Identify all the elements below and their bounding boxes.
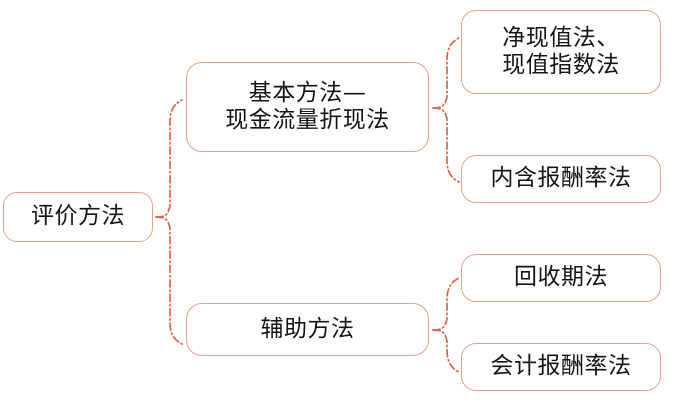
node-irr-method[interactable]: 内含报酬率法 <box>461 155 661 203</box>
node-arr-label-line1: 会计报酬率法 <box>490 353 632 380</box>
node-root-label: 评价方法 <box>31 203 125 230</box>
connector-root-branches <box>155 99 183 218</box>
connector-aux-children-lower <box>432 329 460 373</box>
node-accounting-rate-of-return-method[interactable]: 会计报酬率法 <box>461 343 661 391</box>
node-npv-label-line1: 净现值法、 <box>502 24 620 51</box>
node-irr-label-line1: 内含报酬率法 <box>490 165 632 192</box>
node-payback-label-line1: 回收期法 <box>514 264 608 291</box>
node-basic-method-label-line1: 基本方法— <box>248 79 367 106</box>
connector-aux-children <box>432 277 460 331</box>
connector-root-branches-lower <box>155 216 183 345</box>
node-npv-and-pi-method[interactable]: 净现值法、 现值指数法 <box>461 10 661 94</box>
connector-basic-children-lower <box>432 107 460 183</box>
node-payback-period-method[interactable]: 回收期法 <box>461 254 661 302</box>
connector-basic-children <box>432 37 460 109</box>
node-root-evaluation-methods[interactable]: 评价方法 <box>3 192 153 242</box>
node-auxiliary-method[interactable]: 辅助方法 <box>186 303 429 356</box>
node-auxiliary-method-label-line1: 辅助方法 <box>260 315 355 342</box>
node-npv-label-line2: 现值指数法 <box>502 52 620 78</box>
node-basic-method[interactable]: 基本方法— 现金流量折现法 <box>186 62 429 152</box>
node-basic-method-label-line2: 现金流量折现法 <box>225 107 390 133</box>
